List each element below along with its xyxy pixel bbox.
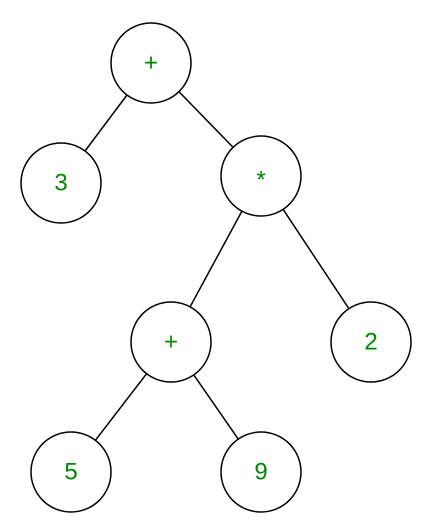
- tree-node-root: +: [110, 22, 192, 104]
- edge-mul-n2: [282, 208, 350, 310]
- tree-edges: [84, 91, 350, 441]
- tree-nodes: +3 * +2 5 9: [20, 22, 412, 513]
- edge-mul-plus2: [189, 210, 243, 308]
- node-label: 5: [64, 459, 77, 486]
- node-label: 9: [254, 459, 267, 486]
- node-label: 3: [54, 170, 67, 197]
- node-label: *: [256, 167, 265, 194]
- edge-root-mul: [178, 91, 234, 148]
- tree-node-n9: 9: [220, 431, 302, 513]
- tree-node-mul: *: [220, 135, 302, 217]
- edge-plus2-n5: [94, 373, 148, 441]
- node-circle: [110, 22, 192, 104]
- node-circle: [330, 301, 412, 383]
- tree-node-plus2: +: [130, 301, 212, 383]
- tree-node-n5: 5: [30, 431, 112, 513]
- node-label: 2: [364, 329, 377, 356]
- node-circle: [130, 301, 212, 383]
- tree-node-n2: 2: [330, 301, 412, 383]
- edge-plus2-n9: [193, 374, 239, 440]
- node-circle: [220, 431, 302, 513]
- node-label: +: [144, 50, 158, 77]
- tree-node-n3: 3: [20, 142, 102, 224]
- node-circle: [30, 431, 112, 513]
- node-circle: [220, 135, 302, 217]
- node-label: +: [164, 329, 178, 356]
- node-circle: [20, 142, 102, 224]
- edge-root-n3: [84, 94, 128, 152]
